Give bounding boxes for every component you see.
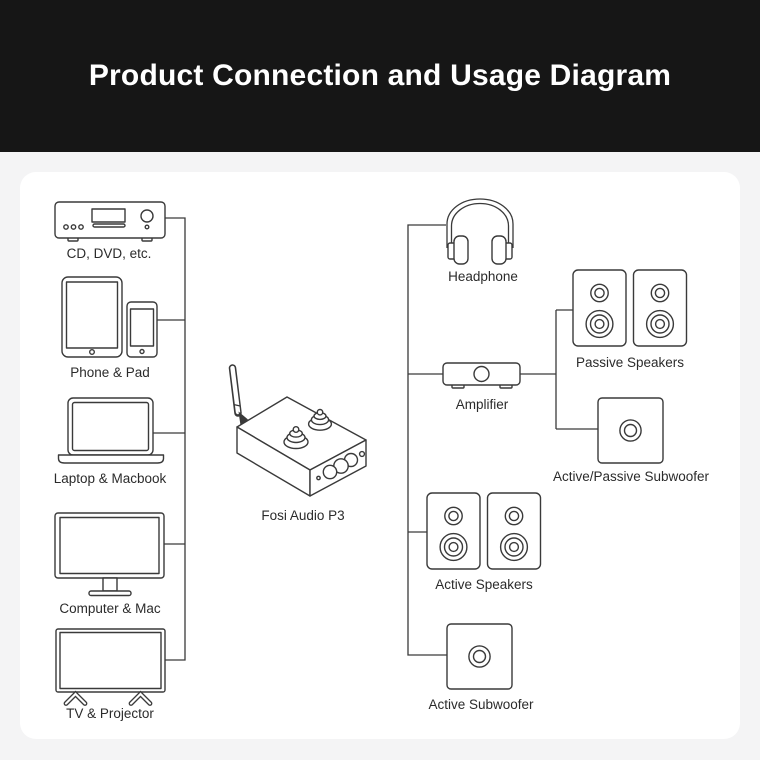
label-phone-pad: Phone & Pad bbox=[70, 365, 150, 380]
label-passive-speakers: Passive Speakers bbox=[575, 355, 685, 370]
label-amplifier: Amplifier bbox=[455, 397, 509, 412]
title-bar: Product Connection and Usage Diagram bbox=[0, 0, 760, 152]
label-headphone: Headphone bbox=[448, 269, 518, 284]
label-cd-dvd: CD, DVD, etc. bbox=[66, 246, 152, 261]
page-title: Product Connection and Usage Diagram bbox=[88, 59, 672, 92]
label-laptop-macbook: Laptop & Macbook bbox=[53, 471, 167, 486]
label-active-subwoofer: Active Subwoofer bbox=[428, 697, 534, 712]
label-computer-mac: Computer & Mac bbox=[59, 601, 161, 616]
label-active-passive-subwoofer: Active/Passive Subwoofer bbox=[552, 469, 710, 484]
label-active-speakers: Active Speakers bbox=[435, 577, 533, 592]
label-tv-projector: TV & Projector bbox=[66, 706, 154, 721]
label-product: Fosi Audio P3 bbox=[261, 508, 345, 523]
